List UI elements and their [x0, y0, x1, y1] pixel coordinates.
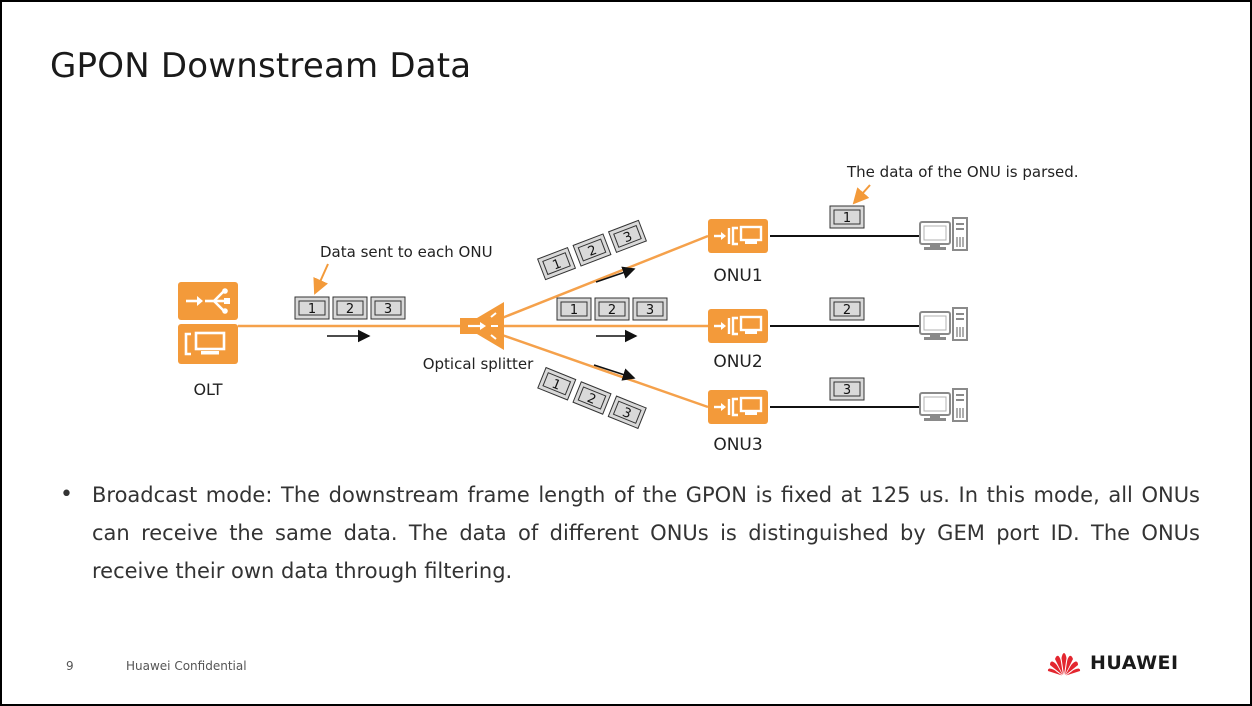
- optical-splitter-icon: [460, 302, 504, 350]
- brand-name: HUAWEI: [1090, 652, 1179, 674]
- packet: 2: [572, 381, 612, 415]
- huawei-logo: HUAWEI: [1046, 650, 1179, 676]
- data-sent-pointer-arrow: [313, 263, 329, 295]
- svg-text:2: 2: [346, 302, 354, 317]
- olt-device-icon: [178, 282, 238, 364]
- page-title: GPON Downstream Data: [50, 46, 472, 86]
- desktop-computer-icon: [919, 388, 968, 422]
- svg-text:2: 2: [608, 303, 616, 318]
- onu2-branch-packets: 1 2 3: [556, 297, 668, 321]
- onu-device-icon: [706, 388, 770, 426]
- splitter-label: Optical splitter: [423, 355, 534, 373]
- olt-label: OLT: [193, 380, 222, 399]
- svg-text:1: 1: [843, 211, 851, 226]
- onu1-branch-packets: 1 2 3: [536, 219, 648, 281]
- data-sent-label: Data sent to each ONU: [320, 243, 493, 261]
- onu2-label: ONU2: [713, 352, 762, 372]
- direction-arrow-onu3: [593, 364, 636, 381]
- svg-text:1: 1: [570, 303, 578, 318]
- packet: 1: [556, 297, 592, 321]
- huawei-logo-icon: [1047, 653, 1081, 676]
- direction-arrow-onu1: [595, 266, 636, 283]
- data-parsed-pointer-arrow: [852, 184, 871, 205]
- svg-text:3: 3: [646, 303, 654, 318]
- svg-text:3: 3: [384, 302, 392, 317]
- onu3-output-packet: 3: [829, 377, 865, 401]
- confidential-label: Huawei Confidential: [126, 659, 247, 673]
- onu2-output-packet: 2: [829, 297, 865, 321]
- packet: 3: [607, 395, 647, 430]
- fiber-splitter-onu3: [501, 333, 709, 409]
- packet: 3: [632, 297, 668, 321]
- data-parsed-label: The data of the ONU is parsed.: [846, 163, 1079, 181]
- svg-text:3: 3: [843, 383, 851, 398]
- packet: 2: [594, 297, 630, 321]
- packet: 1: [537, 366, 577, 401]
- svg-text:2: 2: [843, 303, 851, 318]
- onu-device-icon: [706, 217, 770, 255]
- bullet-text: Broadcast mode: The downstream frame len…: [92, 483, 1200, 583]
- packet: 2: [332, 296, 368, 320]
- packet: 2: [572, 233, 612, 267]
- olt-feed-packets: 1 2 3: [294, 296, 406, 320]
- packet: 1: [536, 246, 577, 281]
- desktop-computer-icon: [919, 217, 968, 251]
- packet: 1: [294, 296, 330, 320]
- onu3-branch-packets: 1 2 3: [537, 366, 647, 430]
- desktop-computer-icon: [919, 307, 968, 341]
- packet: 3: [607, 219, 648, 254]
- page-number: 9: [66, 659, 74, 673]
- onu3-label: ONU3: [713, 435, 762, 455]
- packet: 3: [370, 296, 406, 320]
- fiber-splitter-onu1: [501, 234, 709, 320]
- svg-text:1: 1: [308, 302, 316, 317]
- onu-device-icon: [706, 307, 770, 345]
- gpon-diagram: OLT Data sent to each ONU 1 2 3: [178, 163, 1079, 455]
- bullet-list: • Broadcast mode: The downstream frame l…: [60, 476, 1200, 590]
- bullet-marker: •: [60, 482, 73, 507]
- onu1-label: ONU1: [713, 266, 762, 286]
- onu1-output-packet: 1: [829, 205, 865, 229]
